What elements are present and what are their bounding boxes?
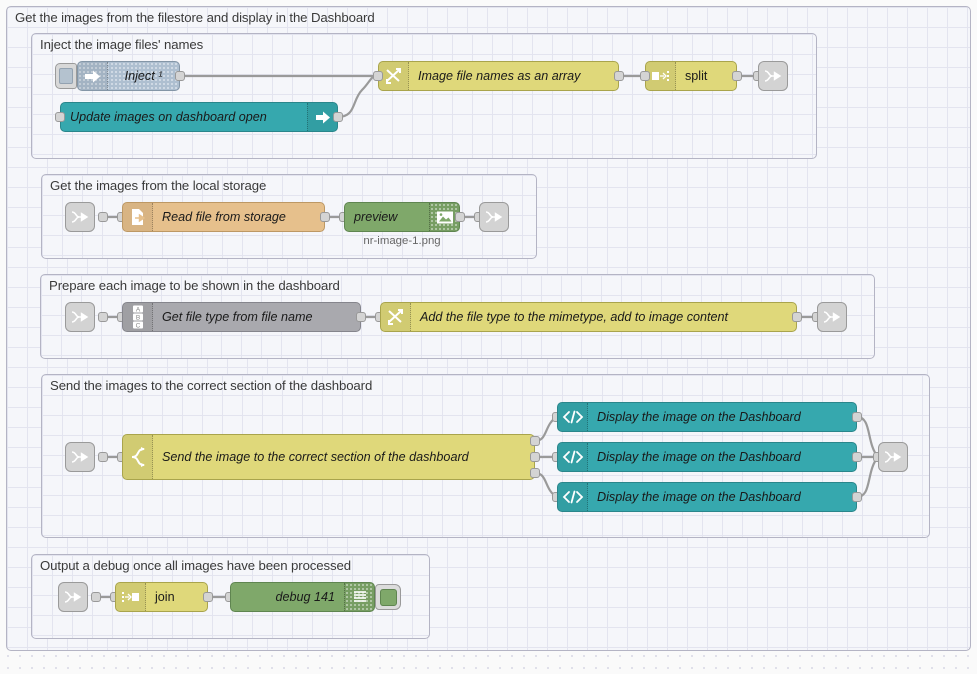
port-out-template-1[interactable]: [852, 412, 862, 422]
node-change-image-array-label: Image file names as an array: [418, 69, 581, 83]
link-in-icon: [71, 211, 89, 223]
node-ui-template-3-label: Display the image on the Dashboard: [597, 490, 801, 504]
port-out-dashboard-open[interactable]: [333, 112, 343, 122]
change-swap-icon: [379, 62, 409, 90]
node-link-out-3[interactable]: [817, 302, 847, 332]
port-out-switch-3[interactable]: [530, 468, 540, 478]
link-out-icon: [823, 311, 841, 323]
svg-text:C: C: [135, 322, 140, 329]
node-join-label: join: [155, 590, 175, 604]
link-out-icon: [485, 211, 503, 223]
join-icon: [116, 583, 146, 611]
node-link-in-5[interactable]: [58, 582, 88, 612]
split-icon: [646, 62, 676, 90]
node-ui-template-3[interactable]: Display the image on the Dashboard: [557, 482, 857, 512]
port-out-inject[interactable]: [175, 71, 185, 81]
node-inject[interactable]: Inject ¹: [77, 61, 180, 91]
port-out-preview[interactable]: [455, 212, 465, 222]
node-ui-template-2-label: Display the image on the Dashboard: [597, 450, 801, 464]
node-get-file-type[interactable]: A B C Get file type from file name: [122, 302, 361, 332]
port-out-change-image-array[interactable]: [614, 71, 624, 81]
port-out-read-file[interactable]: [320, 212, 330, 222]
port-in-dashboard-open[interactable]: [55, 112, 65, 122]
link-in-icon: [71, 451, 89, 463]
port-out-link-in-3[interactable]: [98, 312, 108, 322]
code-tag-icon: [558, 483, 588, 511]
port-out-link-in-2[interactable]: [98, 212, 108, 222]
node-ui-template-1-label: Display the image on the Dashboard: [597, 410, 801, 424]
port-out-template-2[interactable]: [852, 452, 862, 462]
node-link-in-2[interactable]: [65, 202, 95, 232]
node-join[interactable]: join: [115, 582, 208, 612]
node-get-file-type-label: Get file type from file name: [162, 310, 313, 324]
port-out-switch-1[interactable]: [530, 436, 540, 446]
arrow-right-icon: [307, 103, 337, 131]
inject-button-indicator: [59, 68, 73, 84]
port-out-add-mimetype[interactable]: [792, 312, 802, 322]
port-in-change-image-array[interactable]: [373, 71, 383, 81]
link-in-icon: [64, 591, 82, 603]
node-link-out-4[interactable]: [878, 442, 908, 472]
svg-text:B: B: [135, 314, 139, 321]
debug-toggle-indicator: [379, 588, 397, 606]
group-inject-names-label: Inject the image files' names: [40, 37, 204, 52]
port-out-split[interactable]: [732, 71, 742, 81]
node-split[interactable]: split: [645, 61, 737, 91]
node-link-in-3[interactable]: [65, 302, 95, 332]
node-debug-label: debug 141: [275, 590, 335, 604]
inject-arrow-icon: [78, 62, 108, 90]
node-inject-label: Inject ¹: [124, 69, 163, 83]
node-ui-template-2[interactable]: Display the image on the Dashboard: [557, 442, 857, 472]
group-send-to-dashboard-label: Send the images to the correct section o…: [50, 378, 373, 393]
inject-trigger-button[interactable]: [55, 63, 77, 89]
port-out-link-in-5[interactable]: [91, 592, 101, 602]
node-read-file-label: Read file from storage: [162, 210, 286, 224]
group-prepare-image-label: Prepare each image to be shown in the da…: [49, 278, 340, 293]
node-ui-template-1[interactable]: Display the image on the Dashboard: [557, 402, 857, 432]
link-out-icon: [884, 451, 902, 463]
change-swap-icon: [381, 303, 411, 331]
group-outer-label: Get the images from the filestore and di…: [15, 10, 375, 25]
debug-toggle-button[interactable]: [375, 584, 401, 610]
node-switch-section-label: Send the image to the correct section of…: [162, 450, 469, 464]
debug-lines-icon: [344, 583, 374, 611]
file-in-icon: [123, 203, 153, 231]
port-out-join[interactable]: [203, 592, 213, 602]
port-out-switch-2[interactable]: [530, 452, 540, 462]
node-debug[interactable]: debug 141: [230, 582, 375, 612]
node-split-label: split: [685, 69, 708, 83]
port-in-split[interactable]: [640, 71, 650, 81]
node-dashboard-open[interactable]: Update images on dashboard open: [60, 102, 338, 132]
node-link-out-1[interactable]: [758, 61, 788, 91]
port-out-template-3[interactable]: [852, 492, 862, 502]
code-tag-icon: [558, 403, 588, 431]
group-debug-output-label: Output a debug once all images have been…: [40, 558, 351, 573]
group-local-storage-label: Get the images from the local storage: [50, 178, 267, 193]
node-image-preview-sublabel: nr-image-1.png: [363, 235, 441, 247]
node-image-preview[interactable]: preview: [344, 202, 460, 232]
switch-icon: [123, 435, 153, 479]
node-add-mimetype-label: Add the file type to the mimetype, add t…: [420, 310, 729, 324]
node-switch-section[interactable]: Send the image to the correct section of…: [122, 434, 535, 480]
node-change-image-array[interactable]: Image file names as an array: [378, 61, 619, 91]
group-inject-names[interactable]: Inject the image files' names: [31, 33, 817, 159]
node-link-out-2[interactable]: [479, 202, 509, 232]
port-out-get-file-type[interactable]: [356, 312, 366, 322]
node-image-preview-label: preview: [354, 210, 398, 224]
node-link-in-4[interactable]: [65, 442, 95, 472]
abc-icon: A B C: [123, 303, 153, 331]
svg-text:A: A: [135, 306, 140, 313]
port-out-link-in-4[interactable]: [98, 452, 108, 462]
link-in-icon: [71, 311, 89, 323]
node-read-file[interactable]: Read file from storage: [122, 202, 325, 232]
node-dashboard-open-label: Update images on dashboard open: [70, 110, 267, 124]
link-out-icon: [764, 70, 782, 82]
node-add-mimetype[interactable]: Add the file type to the mimetype, add t…: [380, 302, 797, 332]
image-preview-icon: [429, 203, 459, 231]
code-tag-icon: [558, 443, 588, 471]
